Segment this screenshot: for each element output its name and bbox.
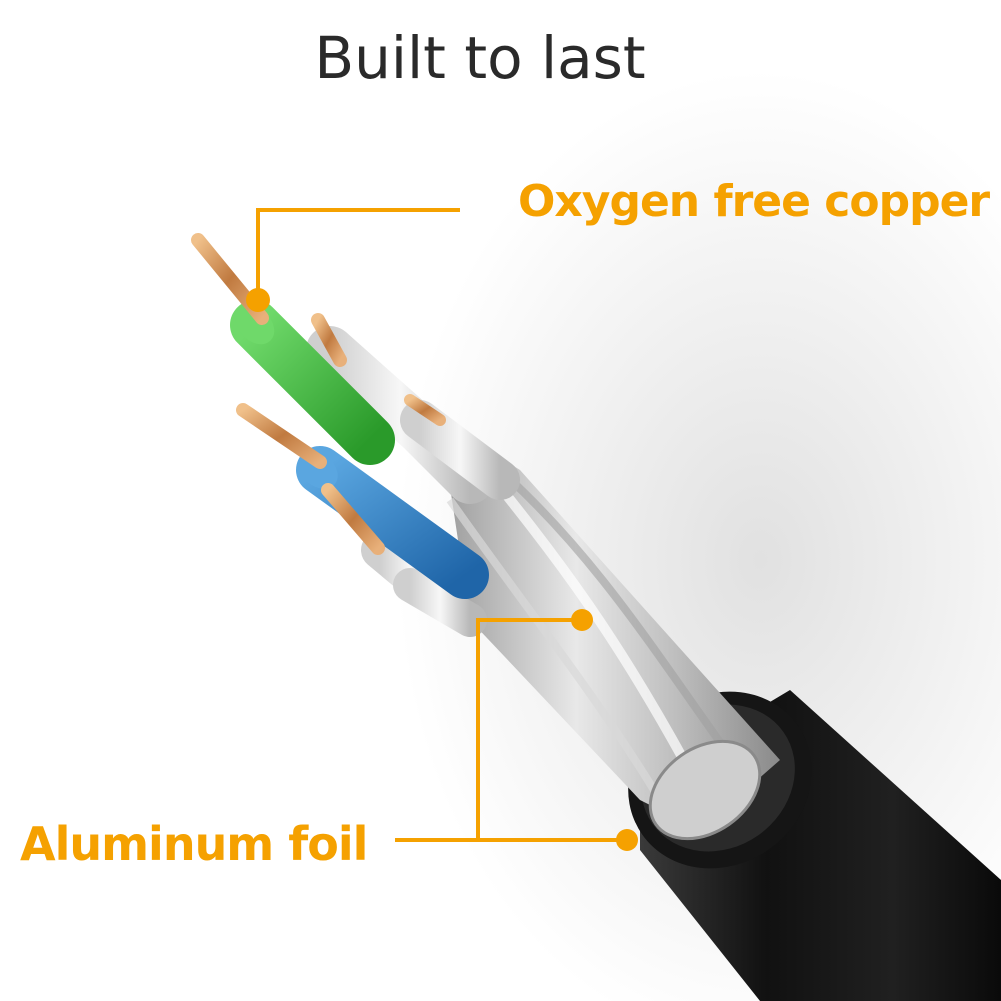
page-title: Built to last <box>314 24 646 92</box>
foil-callout-line <box>395 609 638 851</box>
foil-label: Aluminum foil <box>20 817 368 871</box>
copper-callout-line <box>246 208 460 312</box>
white-wires <box>306 326 520 637</box>
foil-bundle <box>440 420 780 841</box>
copper-label: Oxygen free copper <box>518 176 990 227</box>
